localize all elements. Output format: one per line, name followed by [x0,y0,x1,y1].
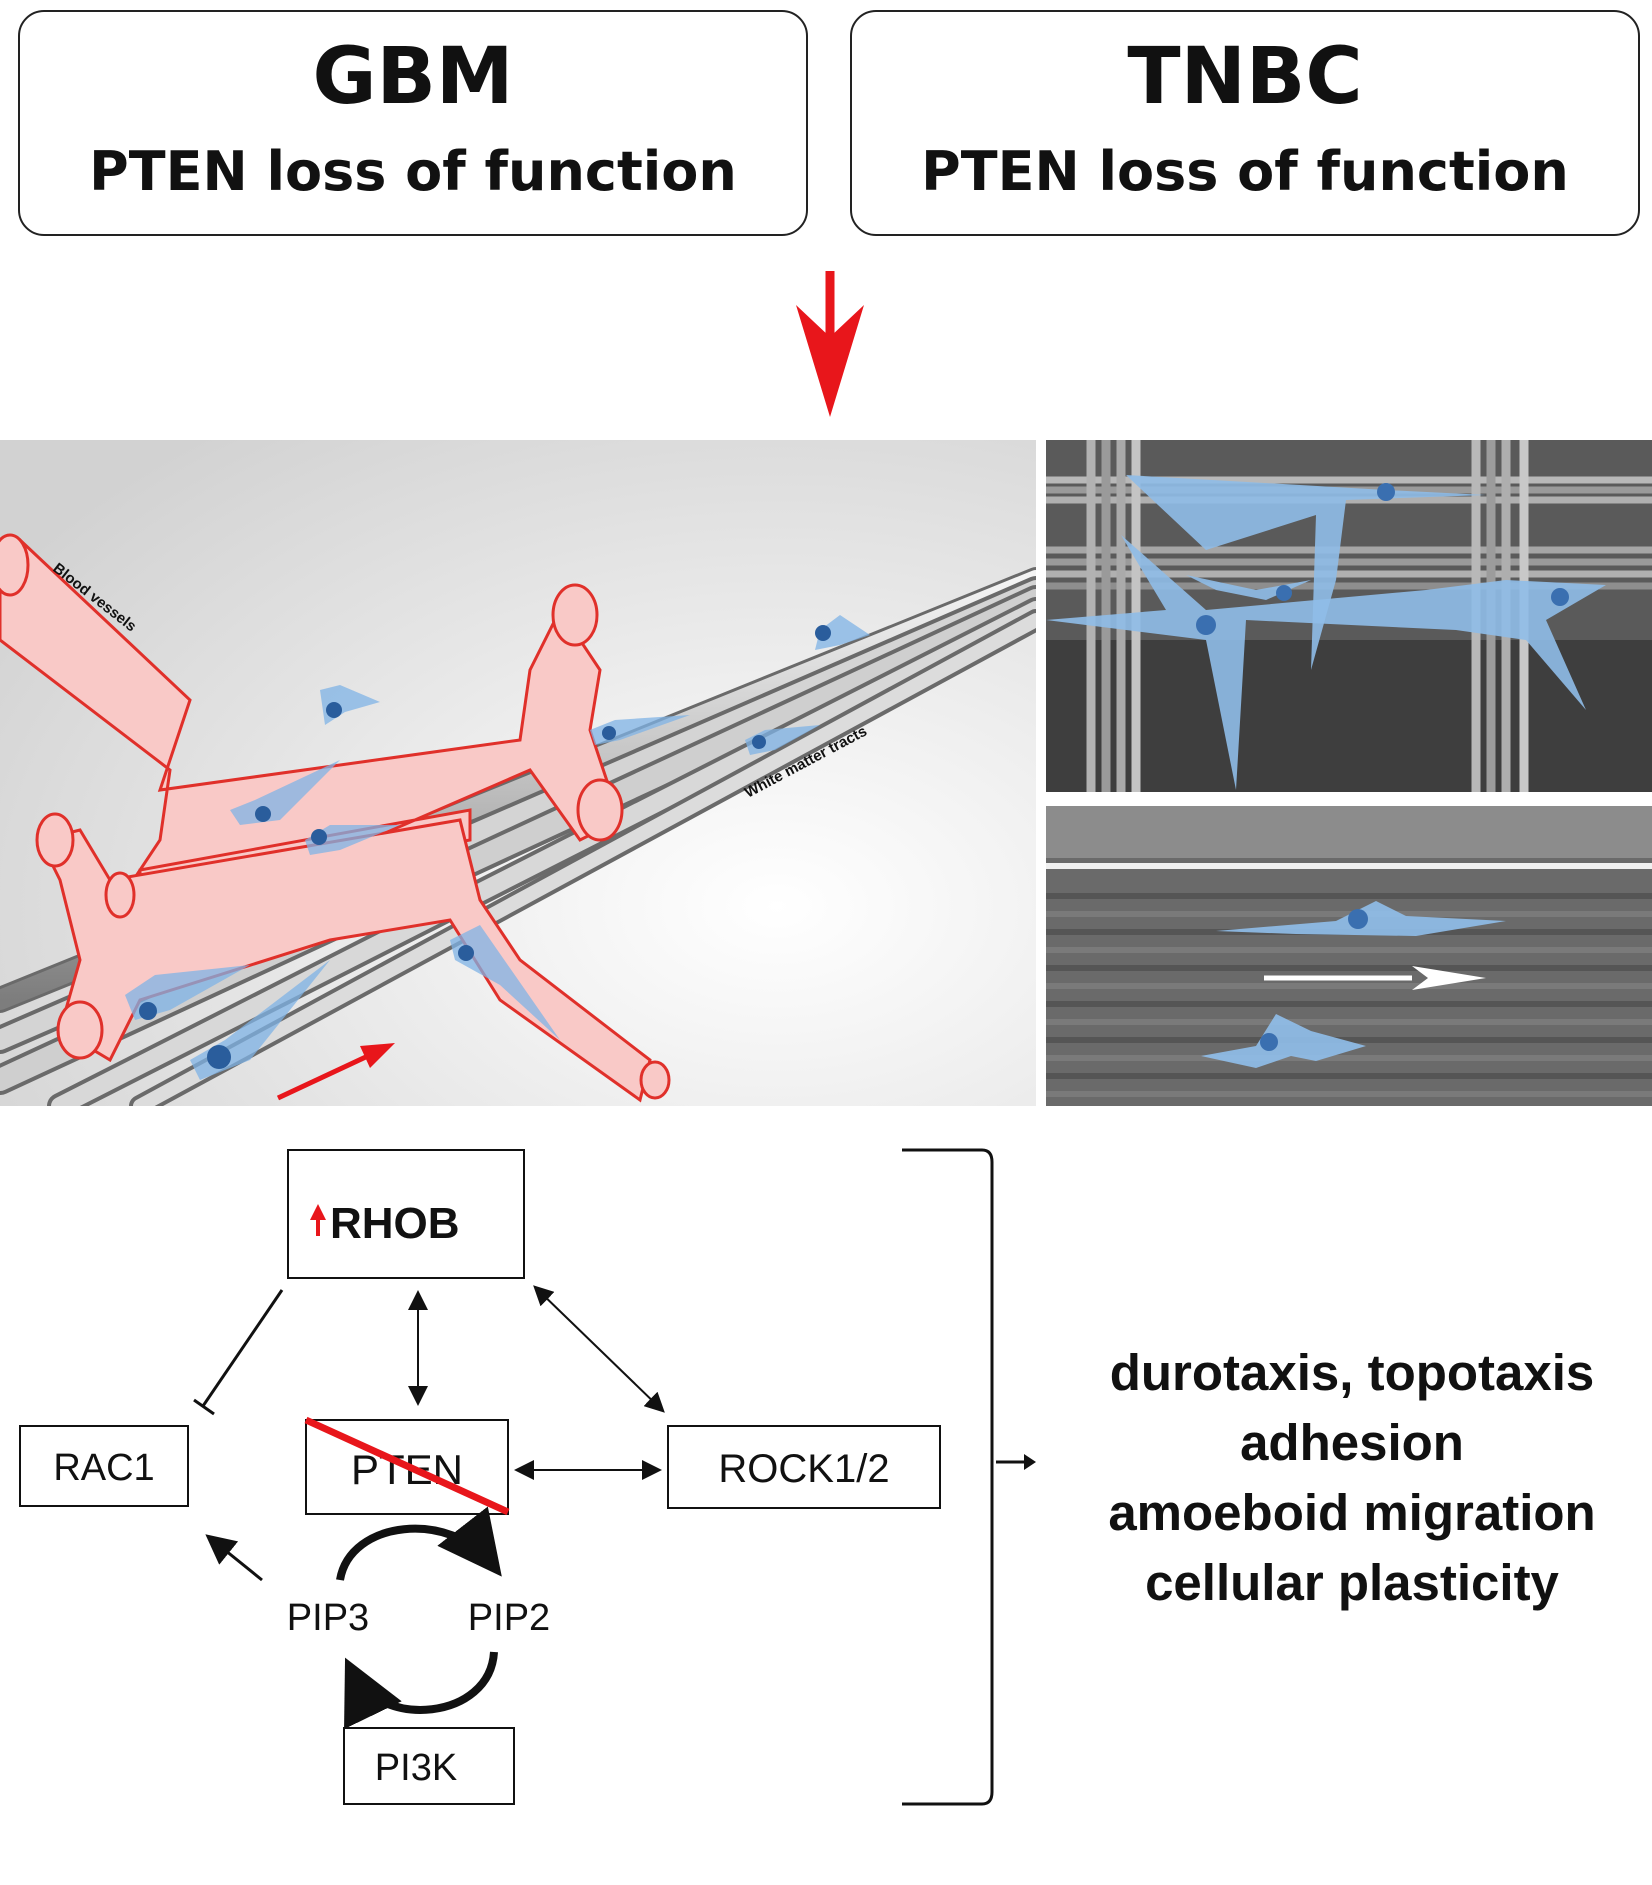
rhob-box [287,1149,525,1279]
up-arrow-icon [310,1204,326,1236]
cell-nuclei [139,625,831,1069]
pten-strike [304,1416,510,1516]
outcome-bracket [902,1148,994,1806]
gbm-illustration: Blood vessels White matter tracts [0,440,1036,1106]
tnbc-mesh-micrograph [1046,440,1652,792]
tnbc-grooves-micrograph [1046,806,1652,1106]
tnbc-box: TNBC PTEN loss of function [850,10,1640,236]
rock-label: ROCK1/2 [718,1447,889,1491]
direction-arrow-icon [1264,966,1486,990]
pip3-label: PIP3 [287,1597,369,1639]
outcome-item: cellular plasticity [1145,1554,1559,1611]
rac1-label: RAC1 [53,1447,154,1489]
gbm-box: GBM PTEN loss of function [18,10,808,236]
outcomes-list: durotaxis, topotaxis adhesion amoeboid m… [1062,1338,1642,1618]
pip2-label: PIP2 [468,1597,550,1639]
blood-vessels [0,533,671,1103]
tumor-cells [125,615,870,1080]
down-arrow-icon [796,271,864,417]
groove-lines [1046,893,1652,1097]
gbm-title: GBM [312,32,514,122]
migration-arrow-icon [276,1043,395,1101]
pi3k-label: PI3K [375,1747,457,1789]
gbm-subtitle: PTEN loss of function [89,140,737,203]
rock-box [667,1425,941,1509]
tnbc-subtitle: PTEN loss of function [921,140,1569,203]
rhob-label: RHOB [330,1199,460,1248]
pathway-diagram: RHOB RAC1 PTEN ROCK1/2 PI3K PIP3 PIP2 [19,1148,1036,1806]
groove-nuclei [1260,909,1368,1051]
tnbc-title: TNBC [1127,32,1363,122]
outcome-item: amoeboid migration [1108,1484,1596,1541]
outcome-item: durotaxis, topotaxis [1109,1344,1595,1401]
outcome-item: adhesion [1240,1414,1464,1471]
rac1-box [19,1425,189,1507]
pi3k-box [343,1727,515,1805]
mesh-nuclei [1196,483,1569,635]
